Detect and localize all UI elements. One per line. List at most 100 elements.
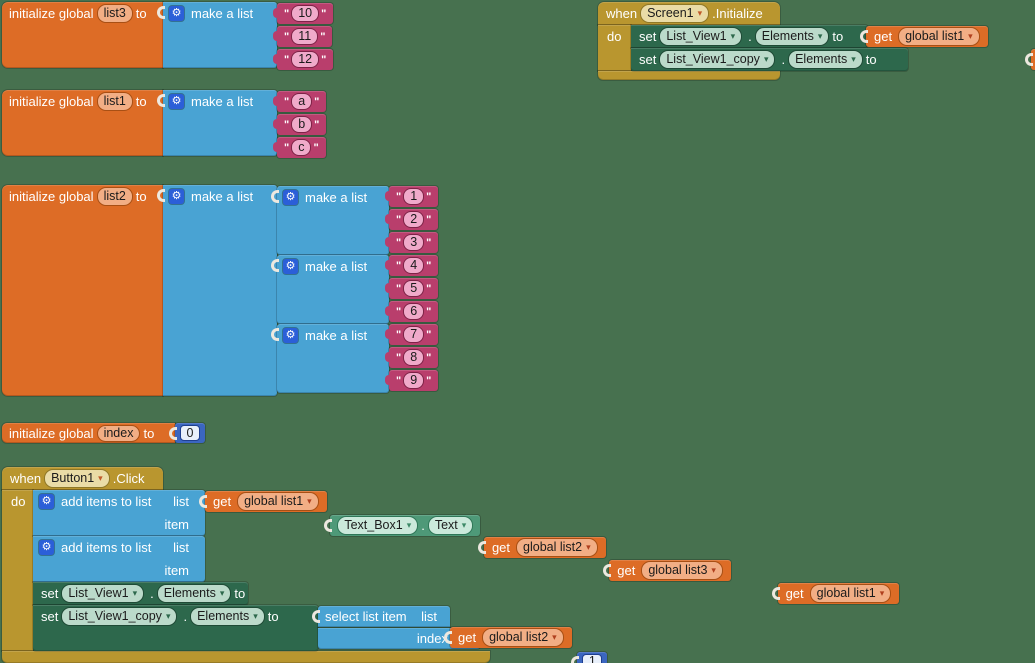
string-block[interactable]: " 10 " [272,3,334,24]
string-block[interactable]: " 9 " [384,370,439,391]
make-a-list-block[interactable]: ⚙ make a list [157,90,277,156]
string-block[interactable]: " 4 " [384,255,439,276]
component-property-getter-block[interactable]: Text_Box1▾ . Text▾ [324,515,481,536]
init-variable-block[interactable]: initialize global list3 to [2,2,163,68]
block-when-button1-click[interactable]: when Button1▾ .Click do ⚙ add items to l… [2,467,900,663]
gear-icon[interactable]: ⚙ [283,328,298,343]
event-header[interactable]: when Button1▾ .Click [2,467,163,490]
string-block[interactable]: " c " [273,137,326,158]
do-column[interactable]: do [2,490,33,651]
component-dropdown[interactable]: List_View1_copy▾ [61,607,178,626]
property-dropdown[interactable]: Elements▾ [788,50,863,69]
string-block[interactable]: " 7 " [384,324,439,345]
component-dropdown[interactable]: List_View1▾ [61,584,145,603]
set-property-block[interactable]: set List_View1▾ . Elements▾ to [631,25,868,48]
number-block[interactable]: 1 [571,652,608,663]
string-value-field[interactable]: 10 [291,5,320,22]
block-init-global-list1[interactable]: initialize global list1 to ⚙ make a list… [2,90,327,158]
string-block[interactable]: " 12 " [272,49,334,70]
string-block[interactable]: " 1 " [384,186,439,207]
variable-dropdown[interactable]: global list1▾ [237,492,319,511]
block-init-global-index[interactable]: initialize global index to 0 [2,423,205,443]
string-value-field[interactable]: 5 [403,280,425,297]
get-block[interactable]: get global list3▾ [603,560,731,581]
set-property-block[interactable]: set List_View1_copy▾ . Elements▾ to [631,48,908,71]
block-init-global-list2[interactable]: initialize global list2 to ⚙ make a list… [2,185,439,396]
variable-name-field[interactable]: index [96,424,141,442]
string-block[interactable]: " 11 " [272,26,333,47]
string-block[interactable]: " 5 " [384,278,439,299]
string-value-field[interactable]: b [291,116,313,133]
property-dropdown[interactable]: Elements▾ [190,607,265,626]
string-value-field[interactable]: 7 [403,326,425,343]
string-value-field[interactable]: 12 [291,51,320,68]
string-value-field[interactable]: c [291,139,312,156]
string-value-field[interactable]: 3 [403,234,425,251]
variable-dropdown[interactable]: global list3▾ [641,561,723,580]
string-value-field[interactable]: 2 [403,211,425,228]
property-dropdown[interactable]: Text▾ [427,516,474,535]
make-a-list-block[interactable]: ⚙ make a list [271,324,389,393]
string-value-field[interactable]: 4 [403,257,425,274]
variable-dropdown[interactable]: global list2▾ [482,628,564,647]
property-dropdown[interactable]: Elements▾ [754,27,830,46]
gear-icon[interactable]: ⚙ [39,540,54,555]
get-block[interactable]: get global list2▾ [477,537,606,558]
make-a-list-block[interactable]: ⚙ make a list [157,185,277,396]
get-block[interactable]: get global list1▾ [860,26,988,47]
gear-icon[interactable]: ⚙ [169,189,184,204]
select-list-item-row[interactable]: select list item list [312,606,450,627]
variable-dropdown[interactable]: global list1▾ [809,584,892,603]
string-value-field[interactable]: 11 [291,28,319,45]
component-dropdown[interactable]: List_View1_copy▾ [659,50,776,69]
gear-icon[interactable]: ⚙ [169,6,184,21]
variable-dropdown[interactable]: global list2▾ [516,538,598,557]
init-variable-block[interactable]: initialize global list1 to [2,90,163,156]
number-value-field[interactable]: 0 [180,425,200,441]
string-value-field[interactable]: 1 [403,188,425,205]
number-value-field[interactable]: 1 [582,653,603,663]
component-dropdown[interactable]: Button1▾ [44,469,110,488]
string-value-field[interactable]: a [291,93,313,110]
string-block[interactable]: " 8 " [384,347,439,368]
gear-icon[interactable]: ⚙ [283,190,298,205]
string-block[interactable]: " 2 " [384,209,439,230]
variable-name-field[interactable]: list2 [96,187,133,206]
get-block[interactable]: get global list1▾ [771,583,900,604]
add-items-to-list-block[interactable]: ⚙ add items to list list item [33,490,205,536]
init-variable-block[interactable]: initialize global index to [2,423,175,443]
get-block[interactable]: get global list2▾ [1025,49,1035,70]
variable-name-field[interactable]: list1 [96,92,133,111]
gear-icon[interactable]: ⚙ [169,94,184,109]
set-property-block[interactable]: set List_View1▾ . Elements▾ to [33,582,248,605]
string-value-field[interactable]: 6 [403,303,425,320]
number-block[interactable]: 0 [169,423,205,443]
get-block[interactable]: get global list1▾ [199,491,327,512]
make-a-list-block[interactable]: ⚙ make a list [271,255,389,324]
event-header[interactable]: when Screen1▾ .Initialize [598,2,780,25]
property-dropdown[interactable]: Elements▾ [156,584,232,603]
string-block[interactable]: " 3 " [384,232,439,253]
string-value-field[interactable]: 8 [403,349,425,366]
component-dropdown[interactable]: List_View1▾ [659,27,743,46]
select-index-row[interactable]: index [318,628,480,649]
variable-dropdown[interactable]: global list1▾ [898,27,980,46]
component-dropdown[interactable]: Screen1▾ [640,4,710,23]
component-dropdown[interactable]: Text_Box1▾ [337,516,419,535]
set-property-block[interactable]: set List_View1_copy▾ . Elements▾ to [33,605,318,651]
make-a-list-block[interactable]: ⚙ make a list [157,2,277,68]
string-block[interactable]: " b " [272,114,327,135]
make-a-list-block[interactable]: ⚙ make a list [271,186,389,255]
init-variable-block[interactable]: initialize global list2 to [2,185,163,396]
get-block[interactable]: get global list2▾ [444,627,572,648]
string-block[interactable]: " a " [272,91,327,112]
variable-name-field[interactable]: list3 [96,4,133,23]
string-value-field[interactable]: 9 [403,372,425,389]
block-init-global-list3[interactable]: initialize global list3 to ⚙ make a list… [2,2,334,70]
string-block[interactable]: " 6 " [384,301,439,322]
block-when-screen1-initialize[interactable]: when Screen1▾ .Initialize do set List_Vi… [598,2,1035,80]
gear-icon[interactable]: ⚙ [39,494,54,509]
add-items-to-list-block[interactable]: ⚙ add items to list list item [33,536,205,582]
gear-icon[interactable]: ⚙ [283,259,298,274]
